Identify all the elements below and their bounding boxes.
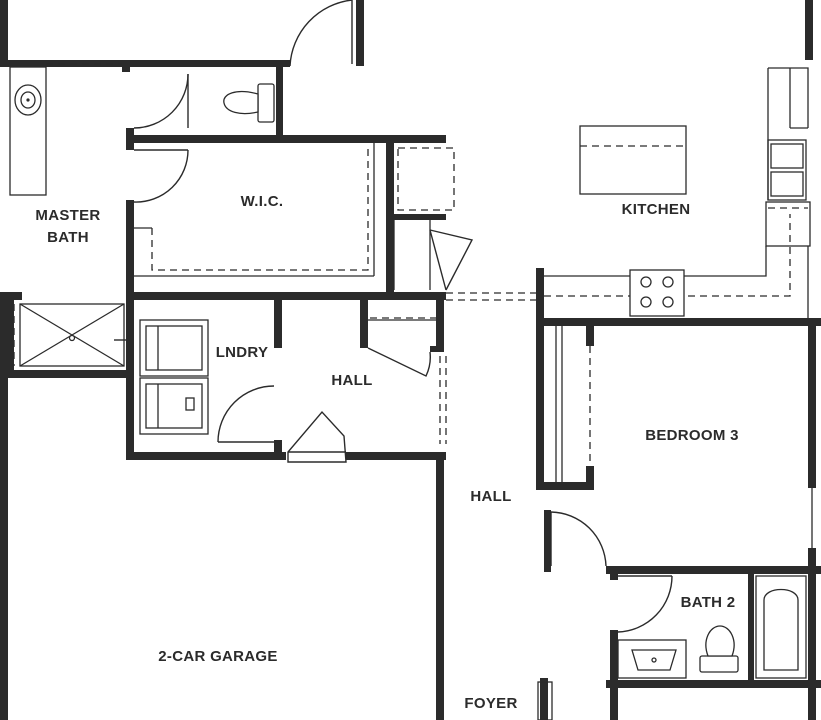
label-bath-2: BATH 2 <box>681 594 736 611</box>
kitchen-sink-icon <box>767 139 807 201</box>
label-bedroom-3: BEDROOM 3 <box>645 427 739 444</box>
walk-in-closet <box>134 143 375 277</box>
sink-icon <box>14 84 42 116</box>
toilet-icon <box>223 83 275 123</box>
room-labels: MASTER BATH W.I.C. KITCHEN LNDRY HALL BE… <box>35 193 738 712</box>
entry-door <box>289 0 353 67</box>
label-garage: 2-CAR GARAGE <box>158 648 277 665</box>
bathtub-icon <box>755 575 807 679</box>
dryer-icon <box>139 319 209 377</box>
label-hall-upper: HALL <box>331 372 372 389</box>
shower-icon <box>19 303 126 367</box>
bath2-toilet-icon <box>699 625 739 673</box>
label-master-bath-line2: BATH <box>47 229 89 246</box>
master-bath <box>9 63 189 367</box>
label-wic: W.I.C. <box>241 193 284 210</box>
label-master-bath-line1: MASTER <box>35 207 100 224</box>
bath2-sink-icon <box>617 639 687 679</box>
label-foyer: FOYER <box>464 695 517 712</box>
label-kitchen: KITCHEN <box>622 201 691 218</box>
label-hall-center: HALL <box>470 488 511 505</box>
label-laundry: LNDRY <box>216 344 269 361</box>
bedroom-3 <box>550 326 813 567</box>
bath-2 <box>617 575 807 679</box>
washer-icon <box>139 377 209 435</box>
upper-hall <box>287 317 447 463</box>
cooktop-icon <box>629 269 685 317</box>
pantry-closet <box>393 147 474 291</box>
kitchen <box>446 67 811 318</box>
laundry <box>139 319 275 443</box>
